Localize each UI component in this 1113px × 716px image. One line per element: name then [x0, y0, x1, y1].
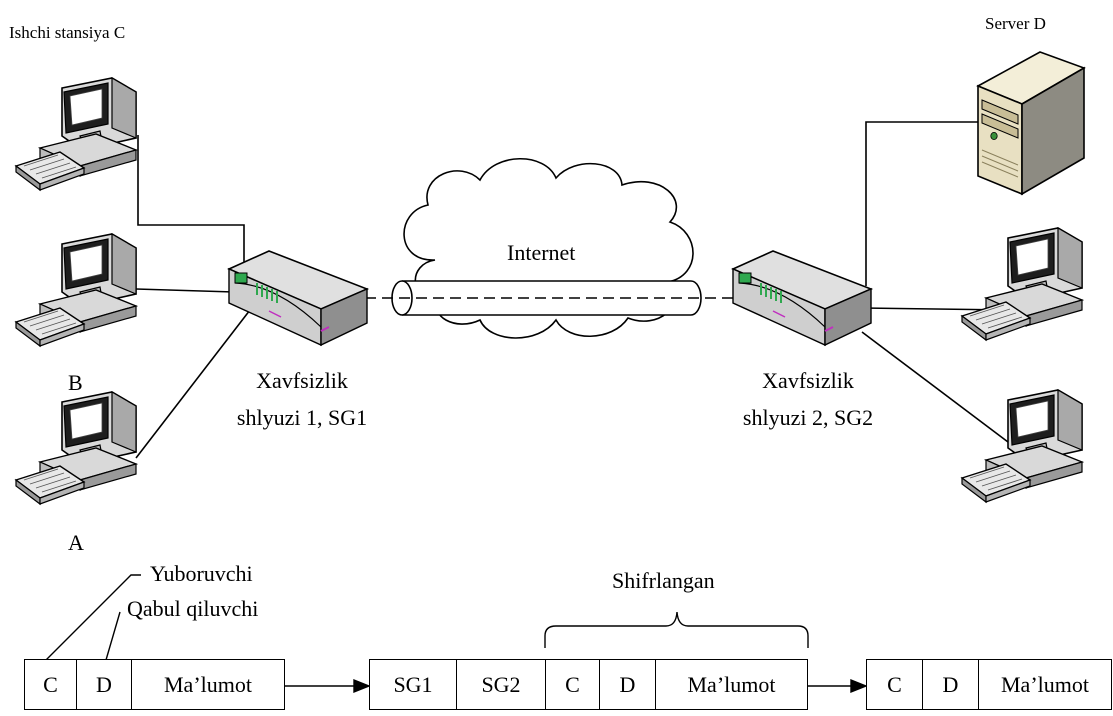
security-gateway-1-icon: [228, 250, 368, 346]
packet-field-source: C: [545, 659, 600, 710]
vpn-tunnel-pipe-icon: [365, 280, 736, 316]
workstation-c-icon: [15, 77, 137, 191]
workstation-c-label: Ishchi stansiya C: [9, 23, 126, 42]
packet-field-outer-source: SG1: [369, 659, 457, 710]
left-lan-links: [135, 135, 251, 459]
packet-field-destination: D: [922, 659, 979, 710]
host-b-label: B: [68, 370, 83, 395]
packet-flow-arrows: [285, 678, 868, 694]
sg2-label-line2: shlyuzi 2, SG2: [742, 405, 874, 430]
sender-label: Yuboruvchi: [150, 561, 253, 586]
encrypted-label: Shifrlangan: [612, 568, 715, 593]
sg1-label-line1: Xavfsizlik: [256, 368, 348, 393]
sg1-label-line2: shlyuzi 1, SG1: [236, 405, 368, 430]
internet-label: Internet: [507, 240, 576, 265]
packet-field-source: C: [24, 659, 77, 710]
packet-field-destination: D: [76, 659, 132, 710]
server-d-label: Server D: [985, 14, 1046, 33]
workstation-right-2-icon: [961, 389, 1083, 503]
packet-field-data: Ma’lumot: [131, 659, 285, 710]
packet-field-source: C: [866, 659, 923, 710]
receiver-label: Qabul qiluvchi: [127, 596, 259, 621]
workstation-b-icon: [15, 233, 137, 347]
workstation-a-icon: [15, 391, 137, 505]
header-leader-lines: [45, 574, 141, 661]
packet-field-data: Ma’lumot: [655, 659, 808, 710]
tower-server-icon: [976, 51, 1086, 196]
host-a-label: A: [68, 530, 84, 555]
packet-field-destination: D: [599, 659, 656, 710]
sg2-label-line1: Xavfsizlik: [762, 368, 854, 393]
security-gateway-2-icon: [732, 250, 872, 346]
workstation-right-1-icon: [961, 227, 1083, 341]
packet-field-outer-destination: SG2: [456, 659, 546, 710]
encrypted-brace: [544, 611, 809, 648]
packet-field-data: Ma’lumot: [978, 659, 1112, 710]
